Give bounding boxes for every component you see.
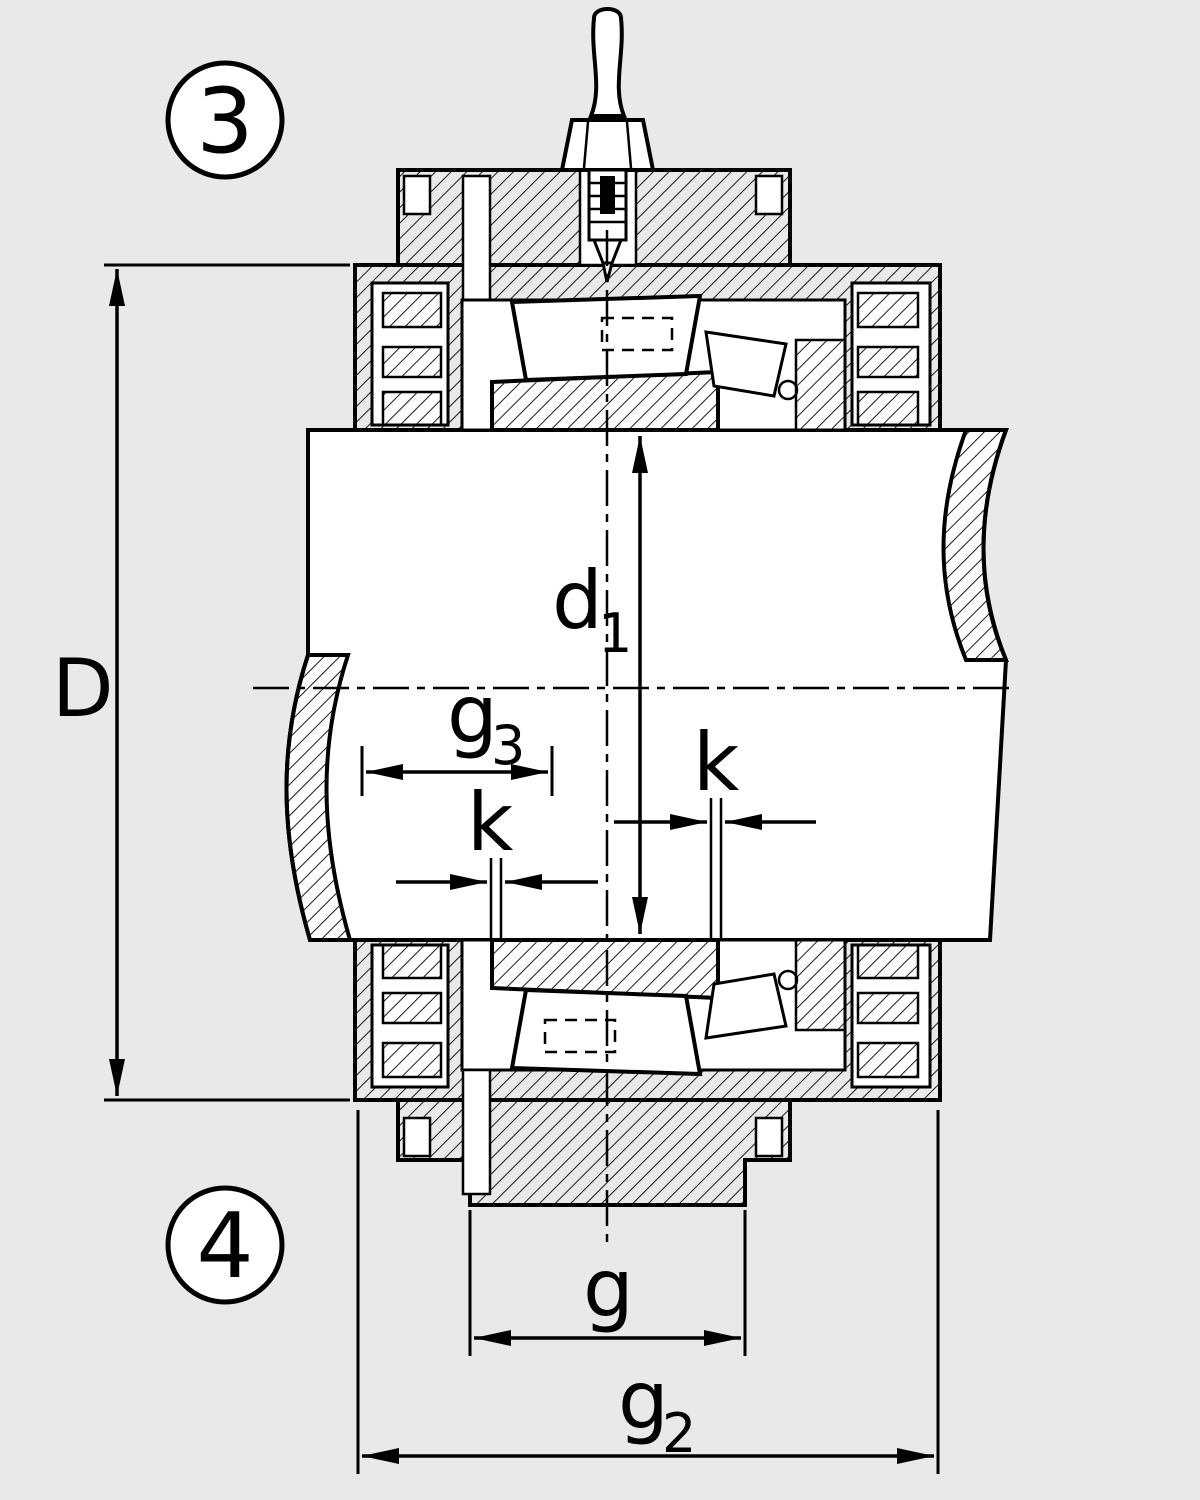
dimension-label-d1-base: d <box>552 554 603 647</box>
hex-facet-line <box>582 121 590 169</box>
callout-3: 3 <box>165 60 285 180</box>
cage-pocket-top <box>600 316 674 352</box>
seal-labyrinth-ring <box>856 991 920 1025</box>
dimension-label-k-right: k <box>693 716 740 809</box>
housing-base <box>396 1098 792 1207</box>
cap-notch-left <box>402 174 432 216</box>
grease-fitting <box>559 7 656 283</box>
seal-labyrinth-ring <box>856 291 920 329</box>
shaft-break-hatch-left <box>284 653 353 942</box>
callout-4-circle <box>165 1185 285 1305</box>
seal-labyrinth-ring <box>381 991 443 1025</box>
dimension-label-g2-sub: 2 <box>662 1402 696 1465</box>
dimension-D: D <box>52 263 350 1102</box>
grease-fitting-hex <box>559 118 656 172</box>
seal-labyrinth-ring <box>381 1041 443 1079</box>
callout-3-label: 3 <box>196 69 253 174</box>
bearing-roller-bottom-right <box>704 972 788 1040</box>
bearing-roller-top-right <box>704 330 788 398</box>
shaft <box>284 428 1009 942</box>
base-bolt-channel <box>461 1068 492 1196</box>
callout-4-label: 4 <box>196 1194 253 1299</box>
dimension-g2: g 2 <box>356 1110 940 1474</box>
dimension-k-right: k <box>614 716 816 830</box>
base-notch-right <box>754 1116 784 1158</box>
abutment-block-top <box>794 338 847 432</box>
shaft-break-hatch-right <box>941 428 1009 662</box>
cap-bolt-channel <box>461 174 492 302</box>
seal-labyrinth-ring <box>381 943 443 980</box>
abutment-block-bottom <box>794 938 847 1032</box>
dimension-k-left: k <box>396 776 598 890</box>
shaft-body <box>284 428 1009 942</box>
locating-pin-bottom <box>777 969 799 991</box>
dimension-label-d1-sub: 1 <box>598 602 632 665</box>
dimension-label-g: g <box>583 1242 634 1335</box>
grease-fitting-slot <box>600 176 615 214</box>
dimension-label-g2-base: g <box>618 1354 669 1447</box>
callout-3-circle <box>165 60 285 180</box>
dimension-label-D: D <box>52 642 114 735</box>
seal-labyrinth-ring <box>856 390 920 427</box>
dimension-label-g3-sub: 3 <box>491 714 525 777</box>
seal-labyrinth-ring <box>856 943 920 980</box>
callout-4: 4 <box>165 1185 285 1305</box>
dimension-label-g3-base: g <box>447 668 498 761</box>
base-notch-left <box>402 1116 432 1158</box>
seal-labyrinth-ring <box>381 345 443 379</box>
hex-facet-line <box>625 121 633 169</box>
dimension-g: g <box>468 1210 747 1356</box>
cage-pocket-bottom <box>543 1018 617 1054</box>
top-housing <box>353 168 942 432</box>
grease-fitting-stem <box>588 7 627 118</box>
bottom-housing <box>353 938 942 1207</box>
dimension-label-k-left: k <box>467 776 514 869</box>
dimension-d1: d 1 <box>552 436 648 934</box>
locating-pin-top <box>777 379 799 401</box>
cap-notch-right <box>754 174 784 216</box>
seal-labyrinth-ring <box>381 291 443 329</box>
seal-labyrinth-ring <box>856 345 920 379</box>
seal-labyrinth-ring <box>381 390 443 427</box>
k-gap-lines <box>489 798 723 938</box>
seal-labyrinth-ring <box>856 1041 920 1079</box>
dimension-g3: g 3 <box>360 668 554 796</box>
